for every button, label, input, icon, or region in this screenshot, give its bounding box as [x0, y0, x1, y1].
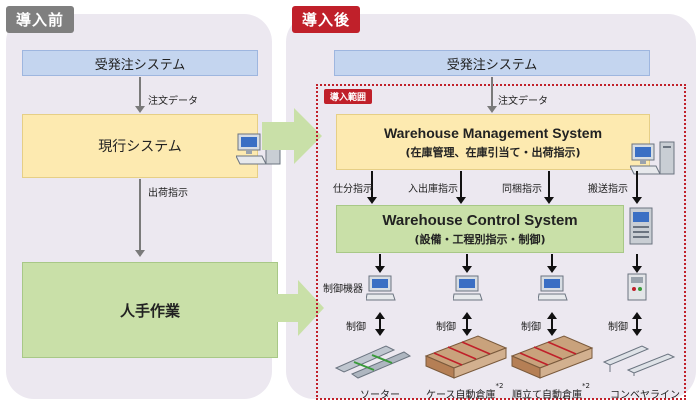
equipment-label-4: コンベヤライン: [610, 386, 680, 401]
instr-arrow-1-head: [367, 197, 377, 204]
equipment-name-3: 順立て自動倉庫: [512, 390, 582, 401]
control-label-3: 制御: [521, 322, 541, 333]
control-device-icon-2: [453, 275, 483, 301]
before-arrow-1-head: [135, 106, 145, 113]
wcs-down-1: [379, 254, 381, 268]
after-order-data-label: 注文データ: [498, 96, 548, 107]
equipment-label-2: ケース自動倉庫*2: [426, 382, 503, 401]
equipment-note-3: *2: [582, 381, 590, 390]
instr-arrow-4: [636, 171, 638, 199]
wcs-title: Warehouse Control System: [382, 211, 578, 229]
scope-box: [316, 84, 686, 400]
wcs-down-3: [551, 254, 553, 268]
before-arrow-1: [139, 77, 141, 107]
control-label-4: 制御: [608, 322, 628, 333]
conveyor-icon: [602, 345, 676, 376]
wcs-down-3-head: [547, 266, 557, 273]
ctrl-arrow-4: [636, 318, 638, 330]
control-device-icon-3: [538, 275, 568, 301]
instr-arrow-2: [460, 171, 462, 199]
wms-computer-icon: [630, 141, 675, 175]
equipment-label-1: ソーター: [360, 386, 400, 401]
ctrl-arrow-1-down: [375, 329, 385, 336]
instr-arrow-1: [371, 171, 373, 199]
before-arrow-2-head: [135, 250, 145, 257]
ctrl-arrow-4-up: [632, 312, 642, 319]
control-device-icon-1: [366, 275, 396, 301]
instr-arrow-4-head: [632, 197, 642, 204]
wms-subtitle: (在庫管理、在庫引当て・出荷指示): [405, 145, 581, 159]
big-arrow-lower: [270, 280, 324, 336]
equipment-name-1: ソーター: [360, 390, 400, 401]
after-arrow-1-head: [487, 106, 497, 113]
wcs-down-2-head: [462, 266, 472, 273]
manual-work-label: 人手作業: [119, 301, 180, 320]
sorter-icon: [334, 345, 412, 379]
wcs-down-4: [636, 254, 638, 268]
instr-label-1: 仕分指示: [333, 184, 373, 195]
control-label-2: 制御: [436, 322, 456, 333]
after-order-system-label: 受発注システム: [446, 57, 538, 73]
equipment-name-4: コンベヤライン: [610, 390, 680, 401]
manual-work-box: 人手作業: [22, 262, 278, 358]
big-arrow-upper: [262, 108, 322, 164]
ctrl-arrow-2-up: [462, 312, 472, 319]
ctrl-arrow-2: [466, 318, 468, 330]
equipment-name-2: ケース自動倉庫: [426, 390, 496, 401]
wms-title: Warehouse Management System: [383, 124, 603, 141]
before-order-system-label: 受発注システム: [94, 57, 186, 73]
before-tag: 導入前: [6, 6, 75, 33]
before-order-system: 受発注システム: [22, 50, 258, 76]
wcs-down-2: [466, 254, 468, 268]
before-arrow-2: [139, 179, 141, 251]
ctrl-arrow-3-up: [547, 312, 557, 319]
current-system-label: 現行システム: [98, 139, 182, 155]
ctrl-arrow-2-down: [462, 329, 472, 336]
equipment-label-3: 順立て自動倉庫*2: [512, 382, 590, 401]
ctrl-arrow-3: [551, 318, 553, 330]
after-order-system: 受発注システム: [334, 50, 650, 76]
before-ship-label: 出荷指示: [148, 188, 188, 199]
instr-label-4: 搬送指示: [588, 184, 628, 195]
instr-label-2: 入出庫指示: [408, 184, 458, 195]
control-device-label: 制御機器: [323, 284, 363, 295]
server-icon: [629, 207, 653, 245]
control-panel-icon: [627, 273, 647, 301]
wms-box: Warehouse Management System (在庫管理、在庫引当て・…: [336, 114, 650, 170]
instr-arrow-3: [548, 171, 550, 199]
wcs-down-4-head: [632, 266, 642, 273]
wcs-box: Warehouse Control System (設備・工程別指示・制御): [336, 205, 624, 253]
before-order-data-label: 注文データ: [148, 96, 198, 107]
after-arrow-1: [491, 77, 493, 107]
ctrl-arrow-4-down: [632, 329, 642, 336]
equipment-note-2: *2: [495, 381, 504, 390]
ctrl-arrow-1-up: [375, 312, 385, 319]
current-system-box: 現行システム: [22, 114, 258, 178]
wcs-down-1-head: [375, 266, 385, 273]
control-label-1: 制御: [346, 322, 366, 333]
ctrl-arrow-3-down: [547, 329, 557, 336]
case-warehouse-icon: [424, 335, 508, 379]
scope-label: 導入範囲: [324, 89, 373, 104]
instr-label-3: 同梱指示: [502, 184, 542, 195]
instr-arrow-3-head: [544, 197, 554, 204]
instr-arrow-2-head: [456, 197, 466, 204]
sequence-warehouse-icon: [510, 335, 594, 379]
wcs-subtitle: (設備・工程別指示・制御): [414, 232, 546, 246]
after-tag: 導入後: [292, 6, 361, 33]
ctrl-arrow-1: [379, 318, 381, 330]
